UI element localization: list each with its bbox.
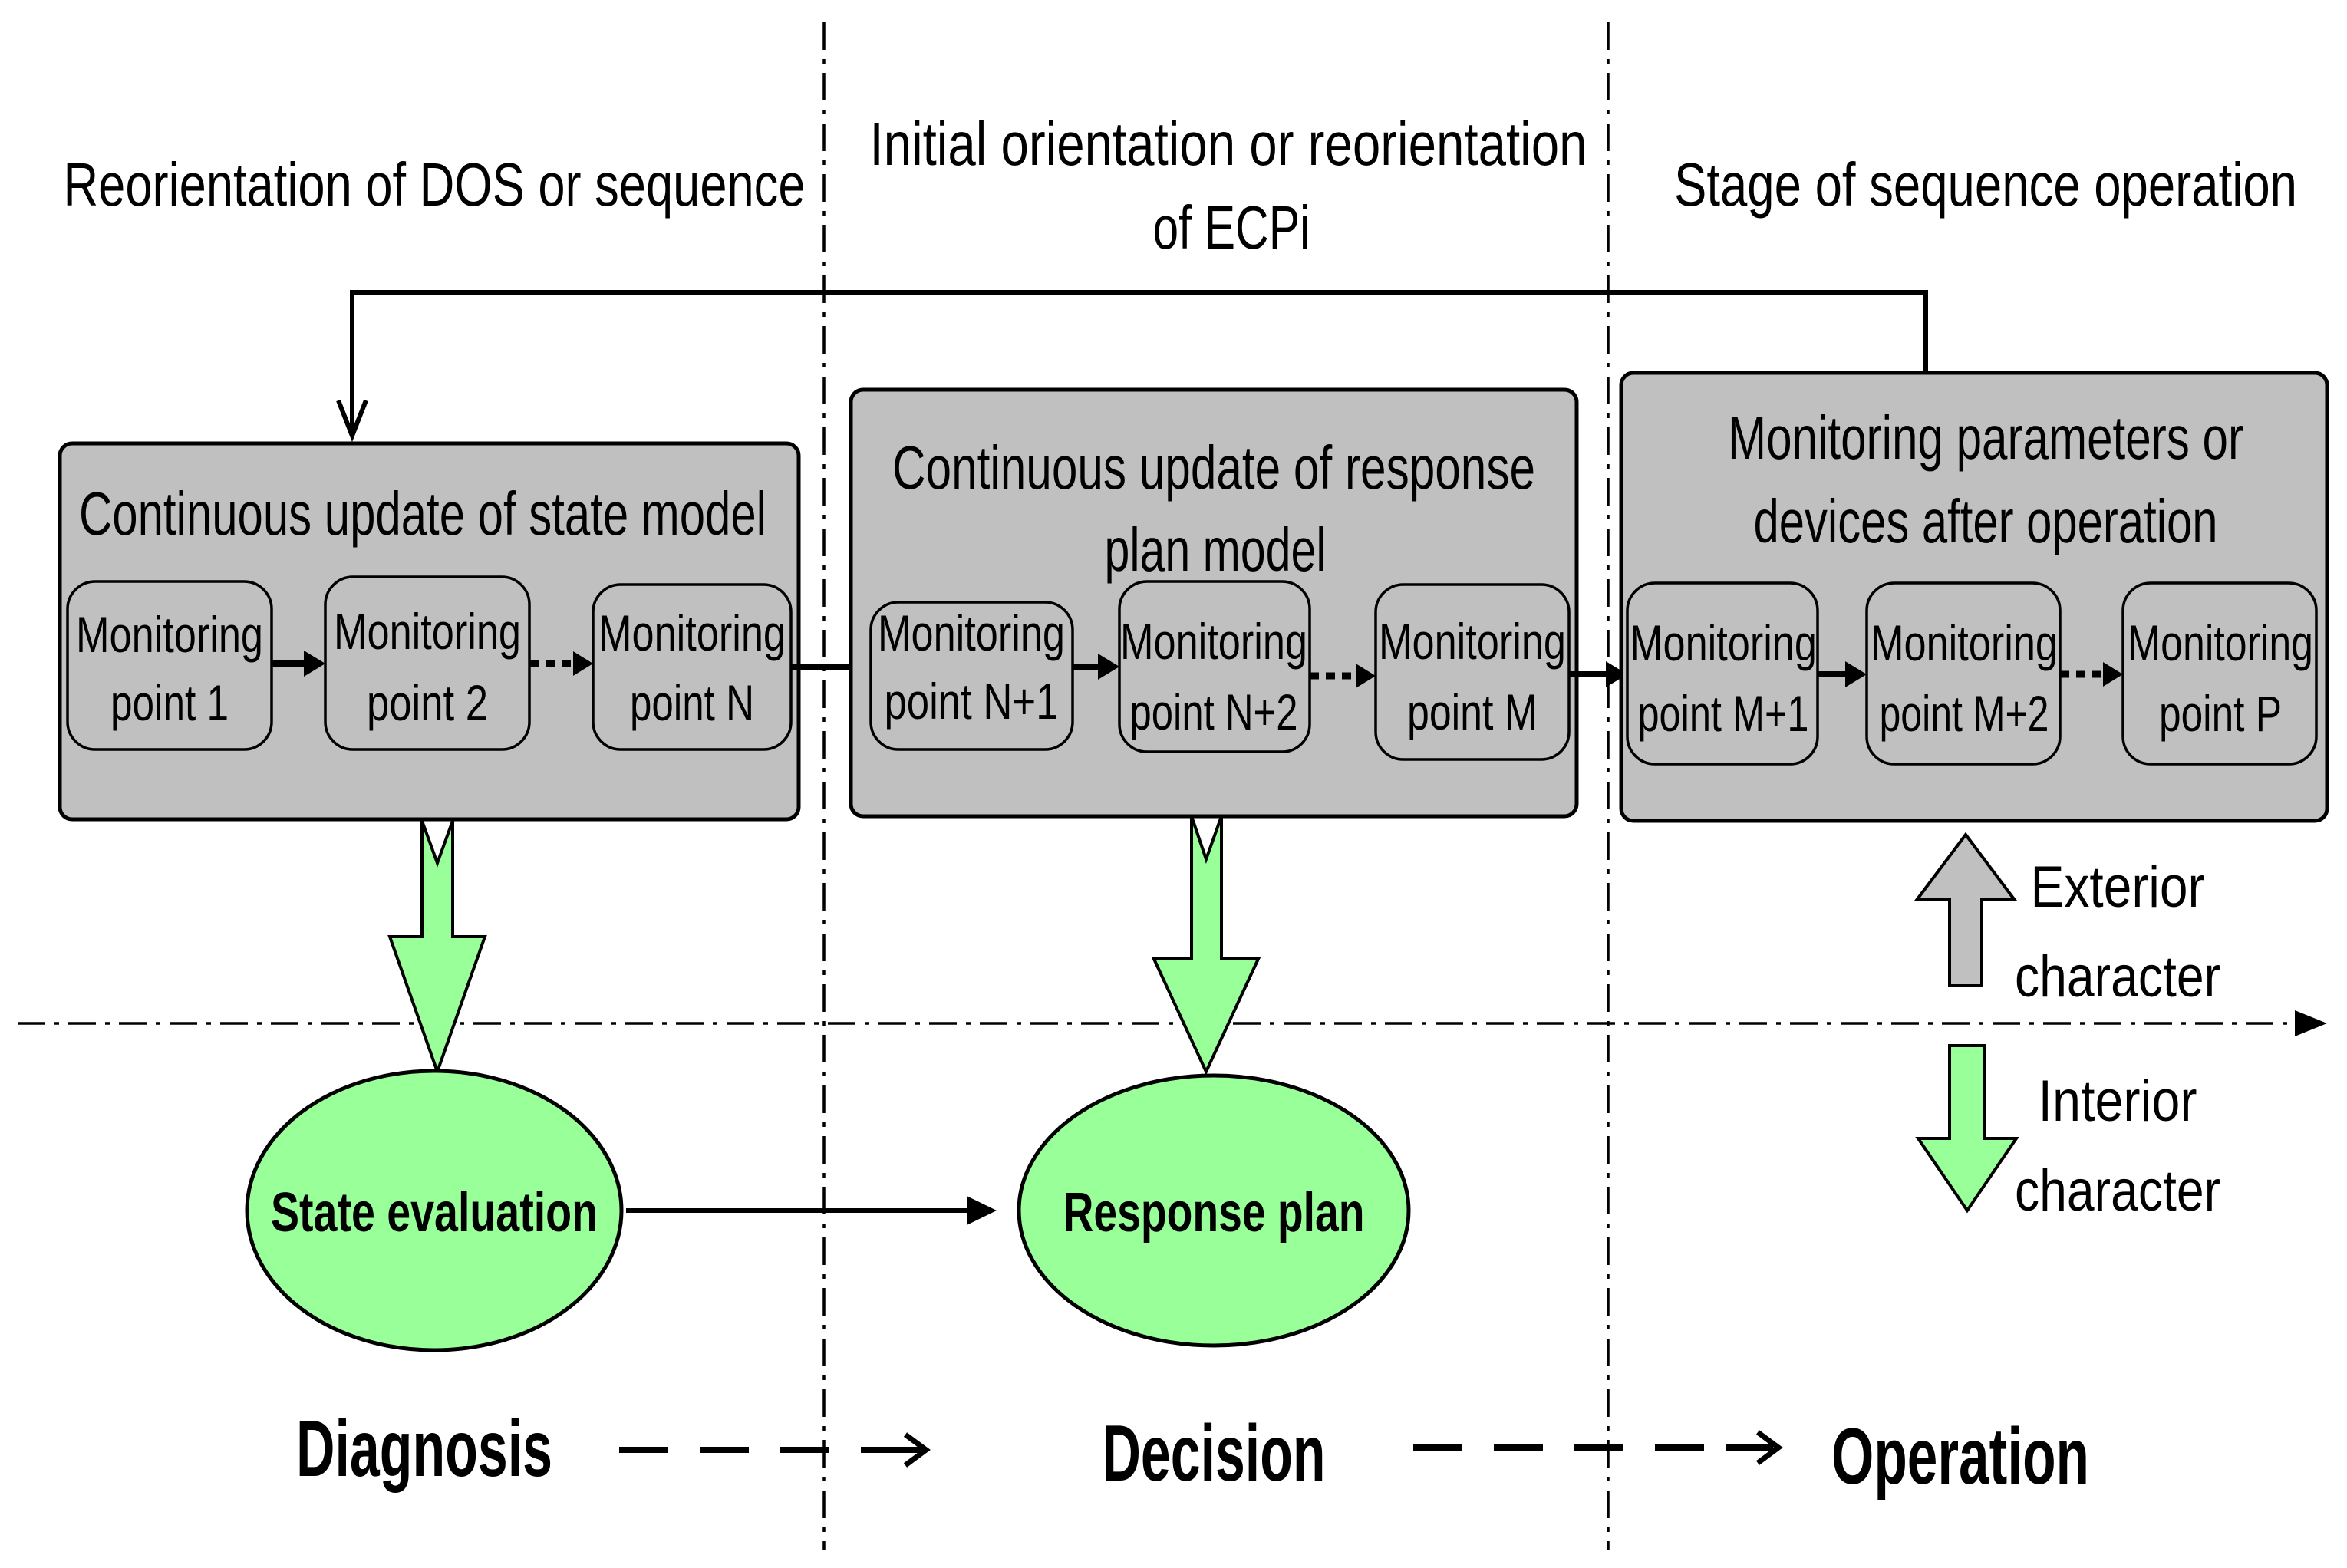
stage-box-operation-monitoring: Monitoring parameters or devices after o…: [1619, 371, 2329, 823]
monitoring-point-id: point 1: [110, 674, 229, 731]
monitoring-point-label: Monitoring: [1120, 613, 1307, 670]
monitoring-point-label: Monitoring: [1379, 613, 1566, 670]
feedback-loop-arrowhead: [336, 399, 368, 443]
dotted-arrowhead: [573, 651, 593, 676]
interior-character-arrow-icon: [1915, 1044, 2019, 1214]
legend-interior-line2: character: [2015, 1158, 2220, 1224]
monitoring-point-label: Monitoring: [76, 606, 263, 663]
stage-box-state-model: Continuous update of state model Monitor…: [58, 441, 801, 822]
stage-box-title-line1: Monitoring parameters or: [1728, 404, 2243, 472]
feedback-loop-line: [350, 290, 1928, 433]
monitoring-point-id: point N+2: [1130, 684, 1298, 740]
monitoring-point: Monitoring point P: [2121, 581, 2318, 766]
monitoring-point: Monitoring point N+2: [1118, 580, 1311, 753]
phase-header-middle-line2: of ECPi: [1153, 193, 1310, 262]
stage-label-decision: Decision: [1103, 1409, 1326, 1498]
solid-arrowhead: [1098, 654, 1119, 680]
diagnosis-to-decision-arrowhead: [903, 1432, 931, 1468]
stage-label-operation: Operation: [1831, 1412, 2089, 1501]
interior-arrow-to-state-evaluation: [387, 820, 487, 1077]
state-evaluation-ellipse: [245, 1069, 624, 1352]
stage-box-title-line2: plan model: [1105, 516, 1327, 584]
monitoring-point: Monitoring point N: [592, 583, 793, 751]
connector-arrowhead: [1606, 661, 1627, 687]
monitoring-point-id: point M: [1407, 684, 1538, 740]
legend-exterior-line2: character: [2015, 944, 2220, 1010]
monitoring-point: Monitoring point N+1: [869, 601, 1074, 751]
monitoring-point: Monitoring point M+2: [1865, 581, 2062, 766]
monitoring-point-label: Monitoring: [1871, 614, 2058, 671]
phase-header-right: Stage of sequence operation: [1674, 150, 2297, 219]
stage-label-diagnosis: Diagnosis: [296, 1405, 552, 1494]
dotted-arrowhead: [2103, 662, 2123, 687]
monitoring-point-label: Monitoring: [598, 604, 786, 661]
exterior-character-arrow-icon: [1914, 832, 2017, 987]
monitoring-point: Monitoring point 2: [324, 575, 531, 751]
response-plan-label: Response plan: [1063, 1182, 1365, 1244]
stage-box-response-plan-model: Continuous update of response plan model…: [849, 387, 1579, 819]
solid-arrowhead: [304, 651, 325, 677]
phase-header-middle-line1: Initial orientation or reorientation: [870, 110, 1587, 178]
solid-arrowhead: [1845, 661, 1867, 687]
monitoring-point-id: point N+1: [885, 673, 1059, 730]
monitoring-point-id: point P: [2159, 685, 2282, 742]
stage-box-title: Continuous update of state model: [79, 479, 766, 548]
evaluation-to-plan-arrowhead: [967, 1196, 997, 1225]
monitoring-point: Monitoring point 1: [66, 580, 273, 751]
monitoring-point-id: point M+2: [1880, 685, 2049, 742]
interior-arrow-to-response-plan: [1151, 815, 1261, 1076]
monitoring-point-id: point M+1: [1638, 685, 1809, 742]
exterior-interior-divider-arrowhead: [2295, 1010, 2327, 1036]
monitoring-point-label: Monitoring: [878, 604, 1065, 661]
monitoring-point-label: Monitoring: [334, 603, 521, 660]
monitoring-point-label: Monitoring: [2128, 614, 2313, 671]
stage-box-title-line2: devices after operation: [1754, 487, 2218, 555]
legend-interior-line1: Interior: [2039, 1069, 2197, 1134]
monitoring-point-id: point N: [630, 674, 754, 731]
response-plan-ellipse: [1017, 1073, 1411, 1348]
monitoring-point: Monitoring point M: [1374, 583, 1571, 761]
monitoring-point-label: Monitoring: [1630, 614, 1817, 671]
decision-to-operation-arrowhead: [1755, 1430, 1783, 1465]
state-evaluation-label: State evaluation: [271, 1182, 598, 1244]
dotted-arrowhead: [1356, 664, 1376, 688]
legend-exterior-line1: Exterior: [2031, 855, 2205, 920]
phase-header-left: Reorientation of DOS or sequence: [64, 150, 806, 219]
monitoring-point-box: [869, 601, 1074, 751]
stage-box-title-line1: Continuous update of response: [892, 433, 1535, 502]
monitoring-point-id: point 2: [367, 674, 488, 731]
monitoring-point: Monitoring point M+1: [1626, 581, 1819, 766]
monitoring-point-box: [2121, 581, 2318, 766]
